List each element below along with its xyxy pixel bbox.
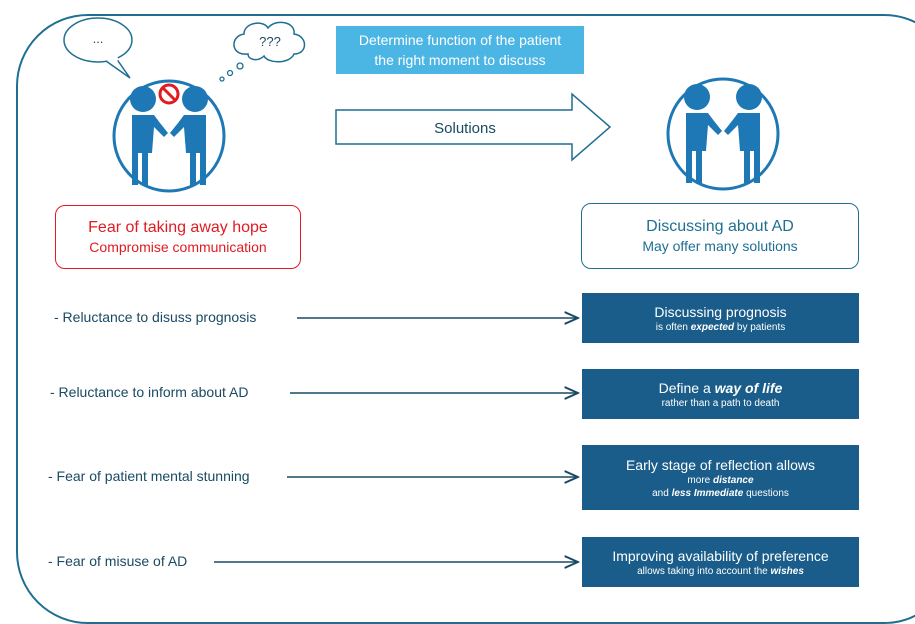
fear-box-subtitle: Compromise communication — [89, 239, 267, 255]
issue-3: - Fear of patient mental stunning — [48, 468, 250, 484]
fear-box-title: Fear of taking away hope — [88, 219, 268, 236]
solution-sub-2: rather than a path to death — [661, 397, 780, 409]
solution-title-4: Improving availability of preference — [612, 547, 829, 564]
solution-sub-3b: and less Immediate questions — [652, 487, 789, 499]
timing-banner: Determine function of the patient the ri… — [336, 26, 584, 74]
handshake-icon — [666, 77, 780, 191]
solution-title-3: Early stage of reflection allows — [625, 456, 816, 473]
solution-box-1: Discussing prognosis is often expected b… — [582, 293, 859, 343]
discussing-box: Discussing about AD May offer many solut… — [581, 203, 859, 269]
banner-line-2: the right moment to discuss — [374, 52, 546, 68]
discussing-box-subtitle: May offer many solutions — [642, 238, 798, 254]
issue-1: - Reluctance to disuss prognosis — [54, 309, 257, 325]
banner-line-1: Determine function of the patient — [358, 32, 562, 48]
connector-arrows — [214, 0, 915, 607]
fear-box: Fear of taking away hope Compromise comm… — [55, 205, 301, 269]
solution-sub-3a: more distance — [687, 474, 754, 486]
solution-title-2: Define a way of life — [658, 379, 783, 396]
solution-box-4: Improving availability of preference all… — [582, 537, 859, 587]
solution-box-3: Early stage of reflection allows more di… — [582, 445, 859, 510]
issue-4: - Fear of misuse of AD — [48, 553, 188, 569]
solution-sub-1: is often expected by patients — [655, 321, 786, 333]
solution-box-2: Define a way of life rather than a path … — [582, 369, 859, 419]
thought-bubble-text: ??? — [259, 34, 281, 49]
handshake-icon-blocked — [112, 79, 226, 193]
solutions-arrow-label: Solutions — [434, 120, 496, 137]
thought-bubble: ??? — [219, 21, 306, 82]
issue-2: - Reluctance to inform about AD — [50, 384, 249, 400]
solution-sub-4: allows taking into account the wishes — [637, 565, 804, 577]
solution-title-1: Discussing prognosis — [654, 303, 787, 320]
discussing-box-title: Discussing about AD — [646, 218, 794, 235]
speech-bubble: ... — [63, 17, 133, 79]
solutions-arrow — [335, 92, 612, 162]
speech-bubble-text: ... — [93, 31, 104, 46]
